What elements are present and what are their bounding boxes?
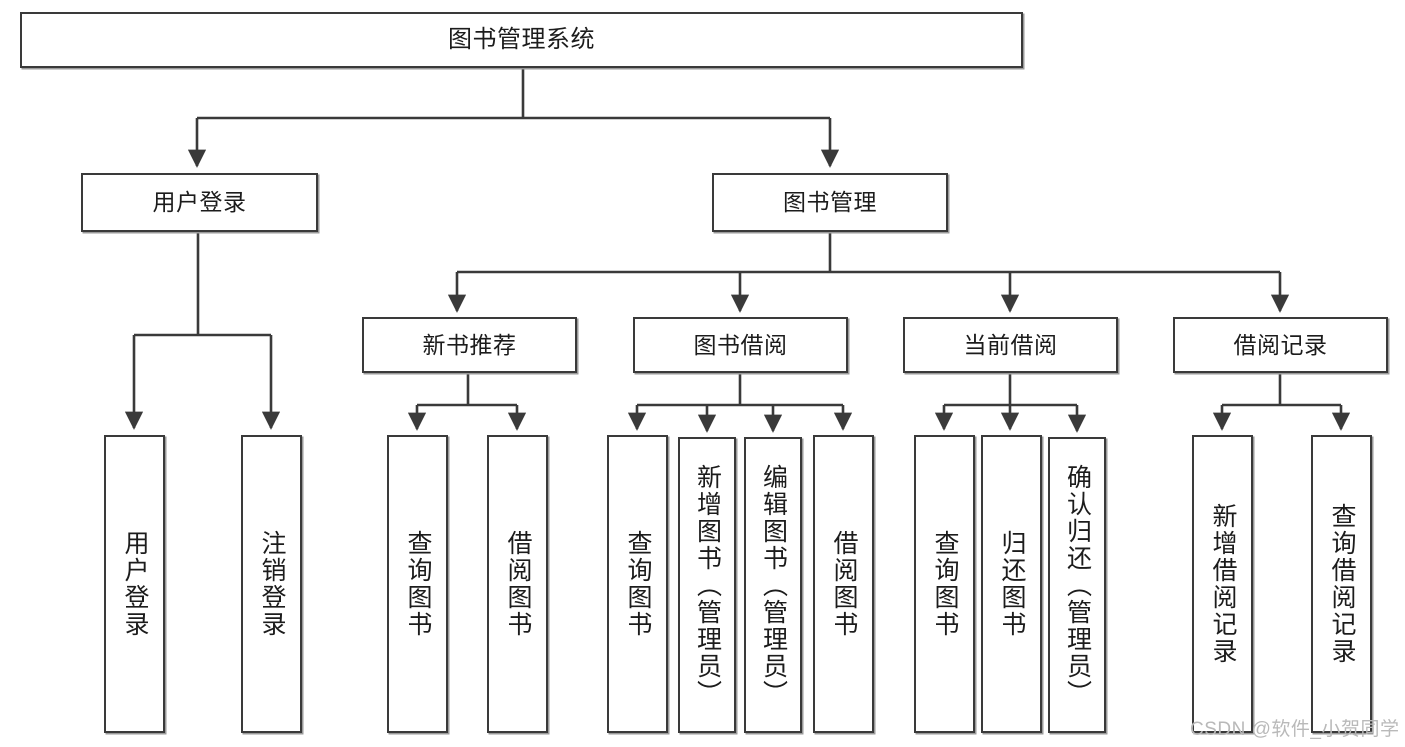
- leaf-record-add-record[interactable]: 新增借阅记录: [1192, 435, 1253, 733]
- leaf-user-login-logout[interactable]: 注销登录: [241, 435, 302, 733]
- node-label: 用户登录: [152, 189, 247, 216]
- node-label: 新增图书（管理员）: [693, 463, 722, 707]
- node-label: 编辑图书（管理员）: [759, 463, 788, 707]
- node-new-book-recommend[interactable]: 新书推荐: [362, 317, 577, 373]
- watermark: CSDN @软件_小贺同学: [1190, 719, 1400, 740]
- node-borrow-record[interactable]: 借阅记录: [1173, 317, 1388, 373]
- node-label: 归还图书: [998, 530, 1026, 638]
- leaf-borrow-edit-book-admin[interactable]: 编辑图书（管理员）: [744, 437, 802, 733]
- leaf-current-return-book[interactable]: 归还图书: [981, 435, 1042, 733]
- node-label: 查询图书: [624, 530, 652, 638]
- leaf-borrow-query-book[interactable]: 查询图书: [607, 435, 668, 733]
- node-label: 查询借阅记录: [1328, 503, 1356, 665]
- leaf-current-query-book[interactable]: 查询图书: [914, 435, 975, 733]
- node-label: 图书借阅: [693, 331, 788, 358]
- leaf-current-confirm-return-admin[interactable]: 确认归还（管理员）: [1048, 437, 1106, 733]
- leaf-new-book-query[interactable]: 查询图书: [387, 435, 448, 733]
- node-label: 注销登录: [258, 530, 286, 638]
- leaf-record-query-record[interactable]: 查询借阅记录: [1311, 435, 1372, 733]
- node-label: 图书管理系统: [448, 26, 595, 54]
- node-label: 新增借阅记录: [1209, 503, 1237, 665]
- node-label: 借阅图书: [830, 530, 858, 638]
- leaf-user-login-login[interactable]: 用户登录: [104, 435, 165, 733]
- node-label: 借阅记录: [1233, 331, 1328, 358]
- node-label: 新书推荐: [422, 331, 517, 358]
- node-label: 当前借阅: [963, 331, 1058, 358]
- node-label: 用户登录: [121, 530, 149, 638]
- node-current-borrow[interactable]: 当前借阅: [903, 317, 1118, 373]
- leaf-borrow-add-book-admin[interactable]: 新增图书（管理员）: [678, 437, 736, 733]
- leaf-new-book-borrow[interactable]: 借阅图书: [487, 435, 548, 733]
- node-book-borrow[interactable]: 图书借阅: [633, 317, 848, 373]
- node-label: 确认归还（管理员）: [1063, 463, 1092, 707]
- node-label: 查询图书: [931, 530, 959, 638]
- node-label: 查询图书: [404, 530, 432, 638]
- node-book-management[interactable]: 图书管理: [712, 173, 948, 232]
- node-user-login[interactable]: 用户登录: [81, 173, 318, 232]
- node-label: 借阅图书: [504, 530, 532, 638]
- node-root-system[interactable]: 图书管理系统: [20, 12, 1023, 68]
- node-label: 图书管理: [783, 189, 877, 216]
- leaf-borrow-borrow-book[interactable]: 借阅图书: [813, 435, 874, 733]
